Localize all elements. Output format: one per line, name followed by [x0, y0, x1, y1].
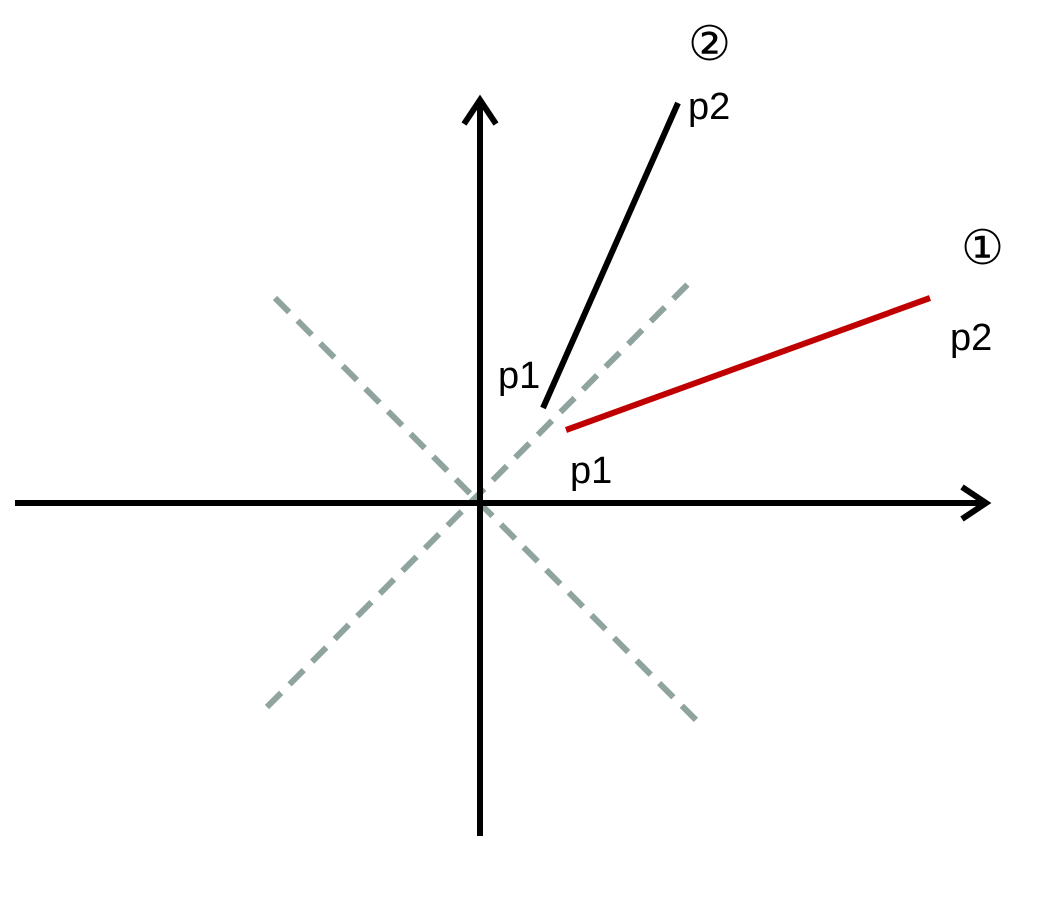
line-1-p1-label: p1: [570, 450, 612, 492]
y-axis-arrowhead: [461, 94, 499, 126]
line-1-marker: ①: [961, 220, 1004, 276]
x-axis-arrowhead: [960, 484, 992, 522]
line-2-p1-label: p1: [498, 355, 540, 397]
diagonal-guide-descending: [272, 295, 703, 727]
line-1-p2-label: p2: [950, 317, 992, 359]
line-2-p2-label: p2: [688, 86, 730, 128]
line-segment-1: [564, 295, 932, 433]
line-2-marker: ②: [688, 16, 731, 72]
line-segment-2: [540, 101, 681, 410]
